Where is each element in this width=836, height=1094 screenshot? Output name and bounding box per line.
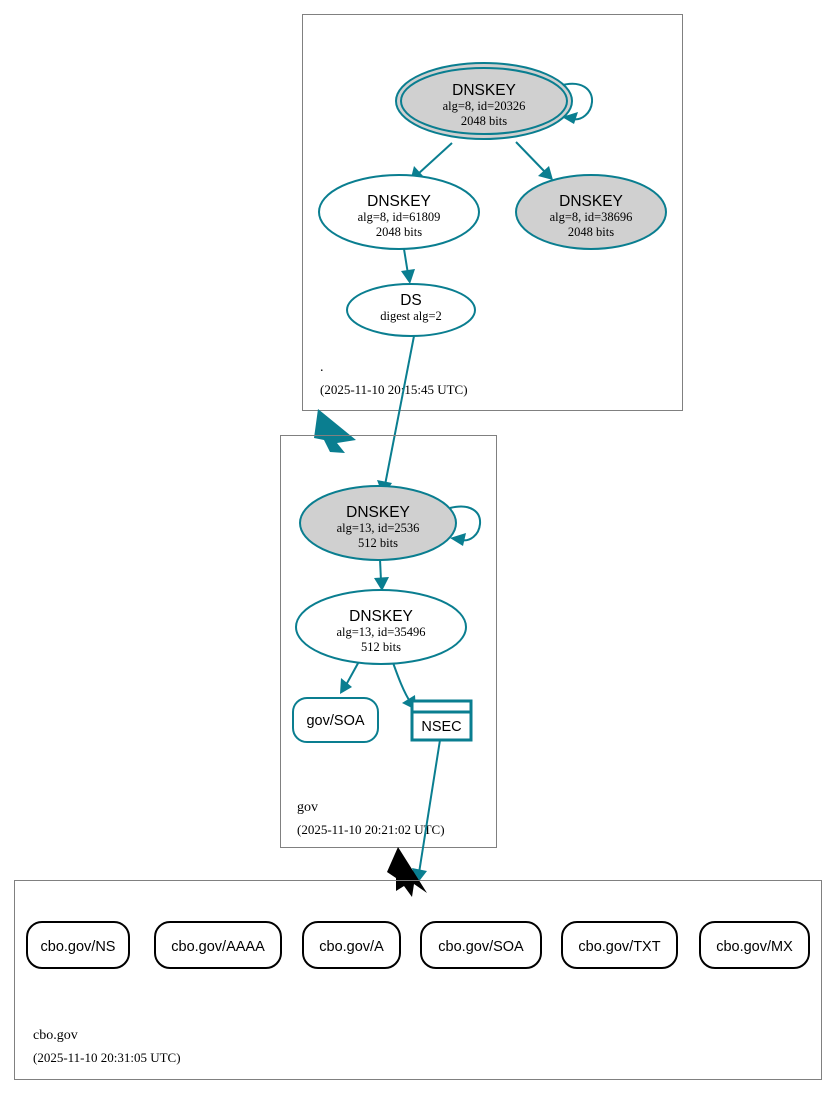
zone-label-gov-name: gov bbox=[297, 800, 318, 815]
node-rect bbox=[699, 921, 810, 969]
node-label: NSEC bbox=[421, 719, 461, 735]
node-label: cbo.gov/AAAA bbox=[171, 939, 265, 955]
node-title: DNSKEY bbox=[346, 504, 410, 521]
node-rect bbox=[420, 921, 542, 969]
node-title: DNSKEY bbox=[452, 82, 516, 99]
node-label: gov/SOA bbox=[306, 713, 364, 729]
node-params: digest alg=2 bbox=[380, 309, 442, 323]
node-ellipse-outer bbox=[395, 62, 573, 140]
zone-label-gov-timestamp: (2025-11-10 20:21:02 UTC) bbox=[297, 822, 445, 837]
node-rect bbox=[292, 697, 379, 743]
node-keysize: 2048 bits bbox=[568, 225, 614, 239]
node-dnskey-gov-ksk-2536[interactable]: DNSKEY alg=13, id=2536 512 bits bbox=[299, 485, 457, 561]
zone-label-cbogov-timestamp: (2025-11-10 20:31:05 UTC) bbox=[33, 1050, 181, 1065]
edge-root-ksk-to-key38696 bbox=[515, 141, 553, 180]
node-ellipse bbox=[515, 174, 667, 250]
node-keysize: 512 bits bbox=[361, 640, 401, 654]
node-rect bbox=[410, 699, 473, 742]
zone-cluster-gov: DNSKEY alg=13, id=2536 512 bits DNSKEY a… bbox=[280, 435, 497, 848]
edge-root-zsk-to-ds bbox=[401, 248, 415, 284]
node-title: DNSKEY bbox=[349, 608, 413, 625]
node-ellipse bbox=[346, 283, 476, 337]
delegation-arrow-root-to-gov bbox=[314, 409, 356, 453]
node-keysize: 512 bits bbox=[358, 536, 398, 550]
edge-gov-nsec-to-cbogov bbox=[412, 739, 441, 884]
delegation-arrow-gov-to-cbogov bbox=[387, 847, 427, 897]
node-ellipse bbox=[295, 589, 467, 665]
node-params: alg=8, id=38696 bbox=[550, 210, 633, 224]
node-label: cbo.gov/A bbox=[319, 939, 384, 955]
node-dnskey-gov-zsk-35496[interactable]: DNSKEY alg=13, id=35496 512 bits bbox=[295, 589, 467, 665]
node-title: DS bbox=[400, 292, 422, 309]
node-rect bbox=[26, 921, 130, 969]
zone-cluster-cbogov: cbo.gov/NS cbo.gov/AAAA cbo.gov/A cbo.go… bbox=[14, 880, 822, 1080]
node-keysize: 2048 bits bbox=[376, 225, 422, 239]
node-params: alg=8, id=61809 bbox=[358, 210, 441, 224]
node-rrset-cbo-mx[interactable]: cbo.gov/MX bbox=[699, 921, 810, 969]
node-dnskey-root-key-38696[interactable]: DNSKEY alg=8, id=38696 2048 bits bbox=[515, 174, 667, 250]
node-label: cbo.gov/SOA bbox=[438, 939, 524, 955]
zone-cluster-cbogov-box bbox=[14, 880, 822, 1080]
node-rect bbox=[154, 921, 282, 969]
zone-cluster-gov-box bbox=[280, 435, 497, 848]
zone-label-root-timestamp: (2025-11-10 20:15:45 UTC) bbox=[320, 382, 468, 397]
zone-cluster-root-box bbox=[302, 14, 683, 411]
node-ds-root[interactable]: DS digest alg=2 bbox=[346, 283, 476, 337]
node-label: cbo.gov/NS bbox=[41, 939, 116, 955]
node-rrset-cbo-soa[interactable]: cbo.gov/SOA bbox=[420, 921, 542, 969]
node-label: cbo.gov/TXT bbox=[578, 939, 660, 955]
node-rrset-cbo-txt[interactable]: cbo.gov/TXT bbox=[561, 921, 678, 969]
node-title: DNSKEY bbox=[559, 193, 623, 210]
node-dnskey-root-zsk-61809[interactable]: DNSKEY alg=8, id=61809 2048 bits bbox=[318, 174, 480, 250]
node-ellipse bbox=[318, 174, 480, 250]
node-params: alg=13, id=2536 bbox=[337, 521, 420, 535]
node-rrset-cbo-aaaa[interactable]: cbo.gov/AAAA bbox=[154, 921, 282, 969]
zone-label-root-name: . bbox=[320, 360, 324, 375]
edge-root-ksk-self-loop bbox=[558, 82, 594, 124]
edge-gov-ksk-to-zsk bbox=[374, 558, 389, 591]
node-rrset-cbo-ns[interactable]: cbo.gov/NS bbox=[26, 921, 130, 969]
zone-label-cbogov-name: cbo.gov bbox=[33, 1028, 78, 1043]
node-rrset-cbo-a[interactable]: cbo.gov/A bbox=[302, 921, 401, 969]
node-params: alg=8, id=20326 bbox=[443, 99, 526, 113]
node-rect bbox=[561, 921, 678, 969]
edge-gov-ksk-self-loop bbox=[449, 505, 482, 546]
node-ellipse-inner bbox=[400, 67, 568, 135]
node-title: DNSKEY bbox=[367, 193, 431, 210]
node-dnskey-root-ksk-20326[interactable]: DNSKEY alg=8, id=20326 2048 bits bbox=[395, 62, 573, 140]
node-label: cbo.gov/MX bbox=[716, 939, 793, 955]
node-rrset-gov-soa[interactable]: gov/SOA bbox=[292, 697, 379, 743]
zone-cluster-root: DNSKEY alg=8, id=20326 2048 bits DNSKEY … bbox=[302, 14, 683, 411]
node-keysize: 2048 bits bbox=[461, 114, 507, 128]
node-nsec-gov[interactable]: NSEC bbox=[410, 699, 473, 742]
node-params: alg=13, id=35496 bbox=[336, 625, 425, 639]
edge-root-ds-to-gov-ksk bbox=[377, 335, 415, 496]
node-ellipse bbox=[299, 485, 457, 561]
node-rect bbox=[302, 921, 401, 969]
